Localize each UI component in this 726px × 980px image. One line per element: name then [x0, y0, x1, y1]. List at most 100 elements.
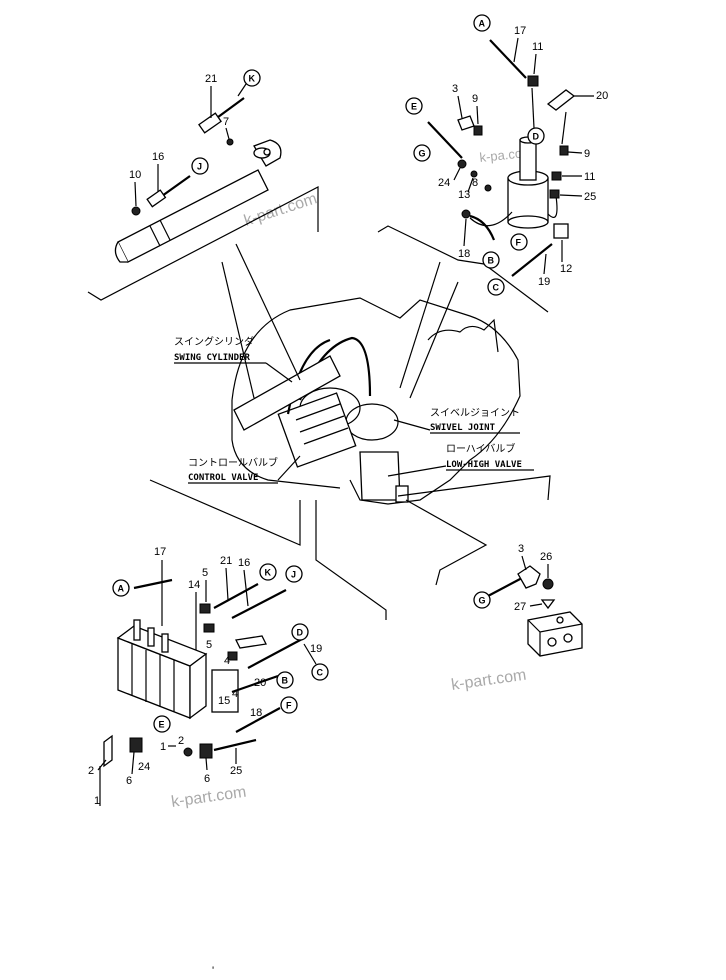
svg-text:SWIVEL JOINT: SWIVEL JOINT: [430, 423, 496, 433]
leader-cylinder: [235, 243, 301, 381]
part-number-19-top: 19: [538, 276, 550, 288]
svg-text:CONTROL VALVE: CONTROL VALVE: [188, 473, 258, 483]
connector-j-bottom: J: [285, 565, 303, 583]
connector-k-top: K: [243, 69, 261, 87]
part-number-9-left: 9: [472, 93, 478, 105]
connector-g-top: G: [413, 144, 431, 162]
svg-text:B: B: [488, 256, 495, 266]
svg-text:G: G: [479, 596, 486, 606]
part-number-1-left: 1: [94, 795, 100, 807]
part-number-19-bottom: 19: [310, 643, 322, 655]
part-number-25-bottom: 25: [230, 765, 242, 777]
swivel-joint-detail: 17 A 11 20 D 9 9 3 E: [377, 14, 608, 313]
item-16-hose: [146, 175, 191, 208]
leader-swivel-2: [409, 281, 459, 399]
svg-text:SWING CYLINDER: SWING CYLINDER: [174, 353, 250, 363]
part-number-8: 8: [472, 177, 478, 189]
svg-text:D: D: [533, 132, 540, 142]
part-number-11-right: 11: [584, 171, 595, 183]
label-swing-cylinder: スイングシリンダ SWING CYLINDER: [174, 335, 293, 383]
connector-e-top: E: [405, 97, 423, 115]
part-number-25-top: 25: [584, 191, 596, 203]
svg-text:E: E: [411, 102, 417, 112]
part-number-1-bottom: 1: [160, 741, 166, 753]
connector-b-top: B: [482, 251, 500, 269]
part-number-24-bottom: 24: [138, 761, 150, 773]
swivel-joint-drawing: [469, 136, 558, 229]
part-number-5-mid: 5: [206, 639, 212, 651]
part-number-21: 21: [205, 73, 217, 85]
svg-text:J: J: [291, 570, 296, 580]
svg-text:G: G: [419, 149, 426, 159]
part-number-20-top: 20: [596, 90, 608, 102]
label-control-valve: コントロールバルブ CONTROL VALVE: [188, 455, 301, 484]
svg-text:A: A: [479, 19, 486, 29]
part-number-3-top: 3: [452, 83, 458, 95]
svg-text:スイングシリンダ: スイングシリンダ: [174, 335, 254, 348]
svg-text:A: A: [118, 584, 125, 594]
part-number-14: 14: [188, 579, 200, 591]
watermark-right: k-part.com: [450, 667, 527, 694]
swing-cylinder-drawing: [114, 139, 282, 263]
part-number-12: 12: [560, 263, 572, 275]
part-number-11-top: 11: [532, 41, 543, 53]
svg-text:K: K: [265, 568, 272, 578]
connector-k-bottom: K: [259, 563, 277, 581]
svg-text:C: C: [493, 283, 500, 293]
part-number-6-bottom: 6: [204, 773, 210, 785]
part-number-17-top: 17: [514, 25, 526, 37]
part-number-5-top: 5: [202, 567, 208, 579]
leader-low-high: [405, 499, 488, 586]
connector-a-top: A: [473, 14, 491, 32]
part-number-21-bottom: 21: [220, 555, 232, 567]
part-number-3-bottom: 3: [518, 543, 524, 555]
part-number-15: 15: [218, 695, 230, 707]
connector-f-bottom: F: [280, 696, 298, 714]
connector-b-bottom: B: [276, 671, 294, 689]
part-number-10: 10: [129, 169, 141, 181]
connector-c-bottom: C: [311, 663, 329, 681]
control-valve-detail: 17 A 5 14 21 K 16 J 5 4: [88, 546, 329, 807]
leader-control-valve: [149, 479, 301, 546]
swing-cylinder-detail: 21 K 7 16 J 10: [87, 69, 319, 301]
svg-text:K: K: [249, 74, 256, 84]
page-mark: ': [212, 965, 214, 977]
part-number-13: 13: [458, 189, 470, 201]
control-valve-drawing: [116, 619, 239, 720]
low-high-valve-drawing: [527, 611, 583, 657]
part-number-9-right: 9: [584, 148, 590, 160]
panel-outline-tl: [87, 186, 319, 301]
connector-e-bottom: E: [153, 715, 171, 733]
connector-g-bottom: G: [473, 591, 491, 609]
part-number-17-bottom: 17: [154, 546, 166, 558]
connector-d-top: D: [527, 127, 545, 145]
svg-text:C: C: [317, 668, 324, 678]
svg-text:スイベルジョイント: スイベルジョイント: [430, 407, 520, 419]
part-number-27: 27: [514, 601, 526, 613]
part-number-2-left: 2: [88, 765, 94, 777]
watermark-bottom: k-part.com: [170, 784, 247, 811]
part-number-4-top: 4: [224, 655, 230, 667]
connector-j-top: J: [191, 157, 209, 175]
low-high-valve-detail: 3 G 26 27: [473, 543, 583, 657]
part-number-2-bottom: 2: [178, 735, 184, 747]
svg-text:F: F: [516, 238, 522, 248]
connector-c-top: C: [487, 278, 505, 296]
leader-control-valve-2: [315, 500, 387, 620]
part-number-20-bottom: 20: [254, 677, 266, 689]
part-number-16-bottom: 16: [238, 557, 250, 569]
svg-text:B: B: [282, 676, 289, 686]
svg-text:E: E: [159, 720, 165, 730]
part-number-4-bottom: 4: [232, 688, 238, 700]
part-number-26: 26: [540, 551, 552, 563]
label-swivel-joint: スイベルジョイント SWIVEL JOINT: [393, 407, 520, 434]
label-low-high-valve: ローハイバルブ LOW-HIGH VALVE: [387, 442, 534, 477]
item-21-hose: [198, 97, 245, 134]
leader-low-high-2: [397, 475, 551, 501]
leader-swivel: [399, 261, 441, 389]
connector-a-bottom: A: [112, 579, 130, 597]
connector-f-top: F: [510, 233, 528, 251]
part-number-6-left: 6: [126, 775, 132, 787]
part-number-16: 16: [152, 151, 164, 163]
